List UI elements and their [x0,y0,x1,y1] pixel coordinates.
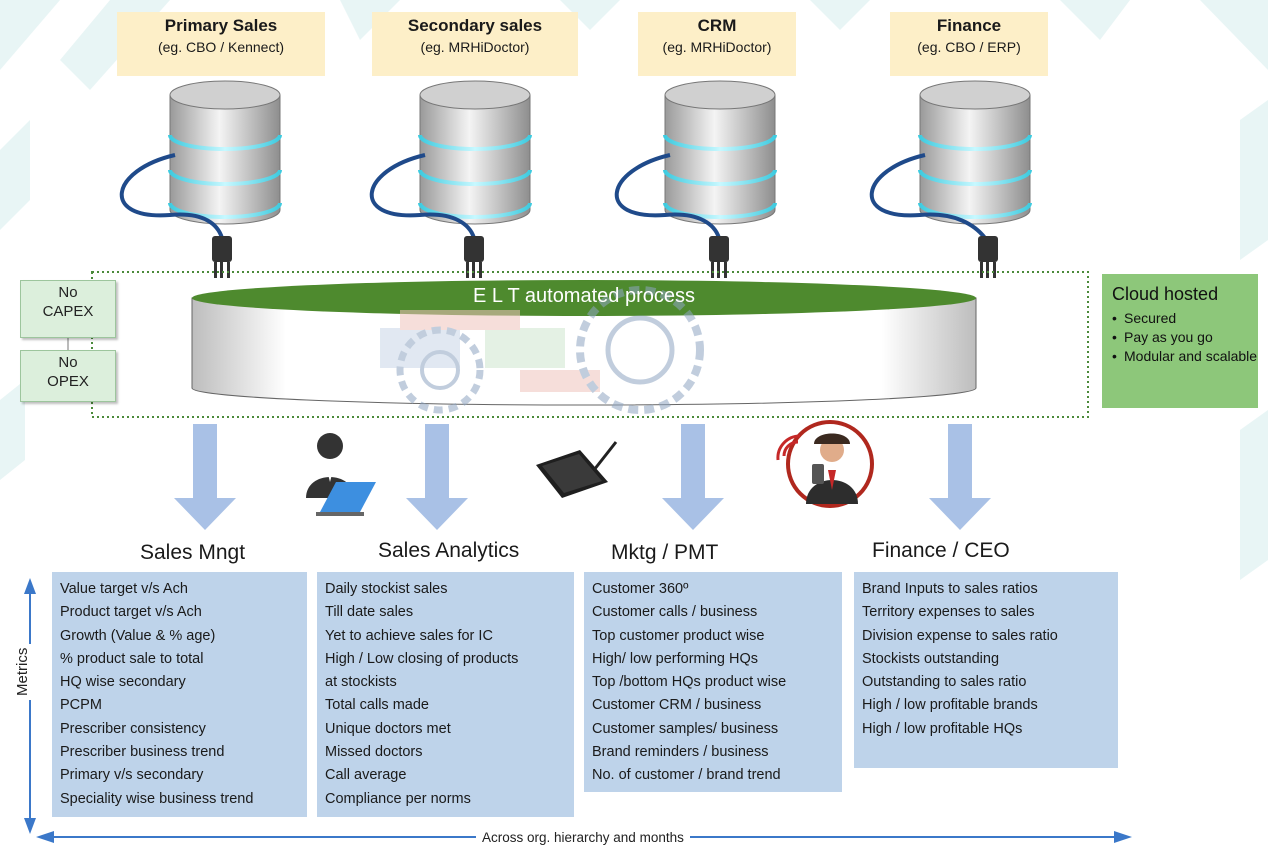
elt-cylinder [191,297,977,406]
metric-item: Till date sales [325,604,414,621]
plug-icon [978,236,998,278]
metric-item: Missed doctors [325,744,423,761]
gear-icon [380,286,704,414]
cloud-item: Secured [1112,309,1258,328]
source-label-secondary-sales: Secondary sales (eg. MRHiDoctor) [372,12,578,76]
metric-item: High / low profitable brands [862,697,1038,714]
metric-item: Product target v/s Ach [60,604,202,621]
metric-item: Compliance per norms [325,790,471,807]
flow-arrows-layer [174,420,991,530]
cord [119,153,224,239]
metric-item: Customer calls / business [592,604,758,621]
database-icon [168,80,282,225]
metric-item: at stockists [325,674,397,691]
source-label-primary-sales: Primary Sales (eg. CBO / Kennect) [117,12,325,76]
department-title-sales-mngt: Sales Mngt [140,541,246,564]
database-icon [918,80,1032,225]
metric-item: Primary v/s secondary [60,767,204,784]
metric-item: Customer 360º [592,581,689,597]
metrics-axis-label: Metrics [14,643,31,700]
cloud-hosted-title: Cloud hosted [1112,284,1219,304]
down-arrow-icon [929,424,991,530]
department-title-mktg-pmt: Mktg / PMT [611,541,719,564]
metrics-box-finance-ceo: Brand Inputs to sales ratios Territory e… [854,572,1118,768]
source-label-crm: CRM (eg. MRHiDoctor) [638,12,796,76]
tablet-pen-icon [536,441,618,498]
cloud-item: Modular and scalable [1112,347,1258,366]
source-subtitle: (eg. MRHiDoctor) [662,39,772,55]
source-title: Finance [936,16,1002,35]
metric-item: Total calls made [325,697,429,714]
plug-icon [709,236,729,278]
metric-item: Brand reminders / business [592,744,769,761]
metric-item: Daily stockist sales [325,581,448,597]
metric-item: Speciality wise business trend [60,790,254,807]
metric-item: High / low profitable HQs [862,720,1023,737]
metrics-box-sales-mngt: Value target v/s Ach Product target v/s … [52,572,307,817]
department-title-sales-analytics: Sales Analytics [378,539,520,562]
elt-process-layer [67,271,1089,418]
metric-item: Unique doctors met [325,720,451,737]
database-icon [418,80,532,225]
mobile-salesman-icon [776,420,874,508]
databases-layer [119,80,1032,278]
source-subtitle: (eg. CBO / ERP) [917,39,1021,55]
source-title: CRM [697,16,737,35]
metric-item: HQ wise secondary [60,674,186,691]
user-laptop-icon [306,433,376,516]
cord [614,153,721,239]
elt-cylinder-top [192,280,976,316]
metric-item: Call average [325,767,407,784]
metric-item: Yet to achieve sales for IC [325,627,493,644]
cloud-item: Pay as you go [1112,328,1258,347]
department-title-finance-ceo: Finance / CEO [872,539,1010,562]
metric-item: Outstanding to sales ratio [862,674,1027,691]
elt-process-label: E L T automated process [473,285,695,307]
source-title: Secondary sales [407,16,543,35]
metric-item: Division expense to sales ratio [862,627,1058,644]
database-icon [663,80,777,225]
metric-item: No. of customer / brand trend [592,767,781,784]
metric-item: Brand Inputs to sales ratios [862,581,1038,597]
metric-item: PCPM [60,697,102,714]
source-subtitle: (eg. CBO / Kennect) [157,39,285,55]
source-subtitle: (eg. MRHiDoctor) [420,39,530,55]
down-arrow-icon [406,424,468,530]
metric-item: Prescriber business trend [60,744,225,761]
plug-icon [212,236,232,278]
metric-item: Territory expenses to sales [862,604,1035,621]
source-label-finance: Finance (eg. CBO / ERP) [890,12,1048,76]
metric-item: Growth (Value & % age) [60,627,216,644]
source-title: Primary Sales [164,16,278,35]
axes-layer [24,578,1132,843]
metric-item: Customer samples/ business [592,720,779,737]
cord [869,153,987,240]
cloud-hosted-box: Cloud hosted Secured Pay as you go Modul… [1102,274,1258,408]
cord [369,153,476,239]
metric-item: High/ low performing HQs [592,650,758,667]
metric-item: Value target v/s Ach [60,581,188,597]
metrics-box-sales-analytics: Daily stockist sales Till date sales Yet… [317,572,574,817]
metric-item: Customer CRM / business [592,697,762,714]
metric-item: % product sale to total [60,650,204,667]
plug-icon [464,236,484,278]
hierarchy-axis-label: Across org. hierarchy and months [476,830,690,845]
down-arrow-icon [662,424,724,530]
metric-item: Top customer product wise [592,627,765,644]
vertical-double-arrow-icon [24,578,36,834]
metric-item: Prescriber consistency [60,720,206,737]
metric-item: High / Low closing of products [325,650,519,667]
cloud-hosted-list: Secured Pay as you go Modular and scalab… [1102,309,1258,366]
metric-item: Stockists outstanding [862,650,1000,667]
metric-item: Top /bottom HQs product wise [592,674,787,691]
metrics-box-mktg-pmt: Customer 360º Customer calls / business … [584,572,842,792]
down-arrow-icon [174,424,236,530]
